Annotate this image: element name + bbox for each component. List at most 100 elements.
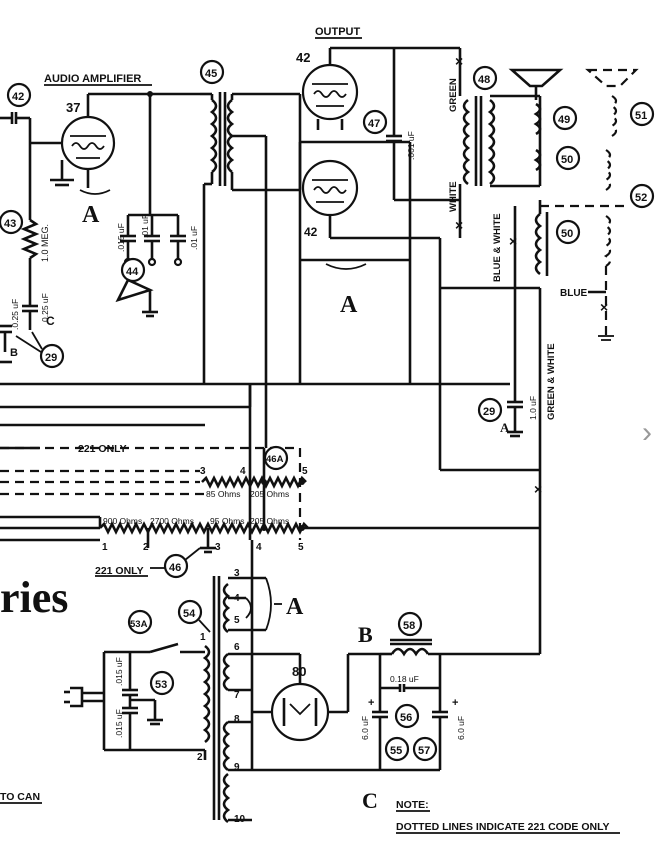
svg-text:C: C bbox=[46, 314, 55, 328]
svg-text:221 ONLY: 221 ONLY bbox=[95, 565, 144, 577]
speaker-main: 49 50 bbox=[508, 68, 581, 172]
svg-text:B: B bbox=[10, 347, 18, 359]
tube-42-top: 42 bbox=[296, 46, 460, 130]
cap-47: 47 .001 uF bbox=[362, 48, 460, 202]
svg-text:0.25 uF: 0.25 uF bbox=[40, 293, 50, 322]
svg-text:3: 3 bbox=[234, 568, 240, 579]
svg-text:55: 55 bbox=[390, 745, 402, 757]
svg-text:50: 50 bbox=[561, 228, 573, 240]
svg-text:.01 uF: .01 uF bbox=[189, 226, 199, 250]
svg-text:4: 4 bbox=[256, 542, 262, 553]
svg-text:53: 53 bbox=[155, 679, 167, 691]
field-coil-50: 50 × BLUE & WHITE BLUE GREEN & WHITE bbox=[492, 200, 606, 470]
svg-text:7: 7 bbox=[234, 690, 240, 701]
svg-text:×: × bbox=[600, 299, 608, 315]
svg-text:5: 5 bbox=[302, 466, 308, 477]
svg-text:1.0 uF: 1.0 uF bbox=[528, 396, 538, 420]
svg-text:.015 uF: .015 uF bbox=[114, 709, 124, 738]
svg-text:BLUE: BLUE bbox=[560, 288, 588, 299]
to-can-label: TO CAN bbox=[0, 791, 40, 803]
svg-text:53A: 53A bbox=[130, 619, 148, 630]
svg-text:×: × bbox=[455, 53, 463, 69]
tube-80: 80 bbox=[252, 652, 380, 742]
filter-section: B 58 × 0.18 uF 56 + + 6.0 uF 6.0 uF 55 5… bbox=[358, 481, 542, 813]
tube-37: 37 A bbox=[30, 92, 200, 228]
caps-tone: .015 uF .01 uF .01 uF 44 bbox=[115, 91, 199, 318]
svg-text:46A: 46A bbox=[266, 454, 284, 465]
svg-text:3: 3 bbox=[215, 542, 221, 553]
svg-text:42: 42 bbox=[304, 225, 318, 239]
svg-text:47: 47 bbox=[368, 118, 380, 130]
svg-text:1: 1 bbox=[200, 632, 206, 643]
resistor-46-section: 900 Ohms 2700 Ohms 95 Ohms 205 Ohms 1 2 … bbox=[95, 448, 540, 579]
svg-text:42: 42 bbox=[296, 50, 310, 65]
svg-text:5: 5 bbox=[298, 542, 304, 553]
speaker-extra: 51 52 × bbox=[540, 68, 655, 341]
svg-text:5: 5 bbox=[234, 615, 240, 626]
svg-text:.015 uF: .015 uF bbox=[114, 657, 124, 686]
svg-text:49: 49 bbox=[558, 114, 570, 126]
svg-text:.0.25 uF: .0.25 uF bbox=[10, 299, 20, 330]
svg-text:6.0 uF: 6.0 uF bbox=[360, 716, 370, 740]
svg-text:1: 1 bbox=[102, 542, 108, 553]
svg-text:205 Ohms: 205 Ohms bbox=[250, 516, 289, 526]
next-page-arrow[interactable]: › bbox=[642, 416, 652, 449]
transformer-45: 45 bbox=[199, 59, 302, 448]
letter-a-37: A bbox=[82, 202, 100, 228]
line-input: 53A 53 .015 uF .015 uF bbox=[64, 609, 207, 760]
svg-text:2700 Ohms: 2700 Ohms bbox=[150, 516, 194, 526]
svg-text:8: 8 bbox=[234, 714, 240, 725]
svg-text:205 Ohms: 205 Ohms bbox=[250, 489, 289, 499]
svg-text:48: 48 bbox=[478, 74, 490, 86]
svg-text:46: 46 bbox=[169, 562, 181, 574]
svg-text:95 Ohms: 95 Ohms bbox=[210, 516, 245, 526]
svg-text:54: 54 bbox=[183, 608, 196, 620]
svg-text:×: × bbox=[509, 233, 517, 249]
series-title-fragment: ries bbox=[0, 573, 68, 622]
svg-text:29: 29 bbox=[483, 406, 495, 418]
svg-text:A: A bbox=[286, 594, 304, 620]
svg-text:1.0 MEG.: 1.0 MEG. bbox=[40, 224, 50, 262]
svg-text:42: 42 bbox=[12, 91, 24, 103]
svg-text:+: + bbox=[452, 697, 458, 709]
svg-text:221 ONLY: 221 ONLY bbox=[78, 443, 127, 455]
svg-text:×: × bbox=[455, 217, 463, 233]
svg-text:WHITE: WHITE bbox=[448, 181, 459, 212]
callout-42-left: 42 bbox=[0, 82, 32, 220]
svg-text:50: 50 bbox=[561, 154, 573, 166]
note-label: NOTE: bbox=[396, 799, 429, 811]
svg-text:2: 2 bbox=[143, 542, 149, 553]
resistor-43: 43 1.0 MEG. bbox=[0, 209, 50, 300]
svg-text:3: 3 bbox=[200, 466, 206, 477]
svg-text:×: × bbox=[534, 481, 542, 497]
svg-text:BLUE & WHITE: BLUE & WHITE bbox=[492, 213, 503, 282]
svg-text:85 Ohms: 85 Ohms bbox=[206, 489, 241, 499]
svg-text:GREEN: GREEN bbox=[448, 78, 459, 112]
svg-text:C: C bbox=[362, 788, 378, 813]
vertical-bus bbox=[248, 260, 542, 540]
svg-text:0.18 uF: 0.18 uF bbox=[390, 674, 419, 684]
tube-37-label: 37 bbox=[66, 100, 80, 115]
output-title: OUTPUT bbox=[315, 26, 361, 38]
svg-text:900 Ohms: 900 Ohms bbox=[103, 516, 142, 526]
svg-text:.015 uF: .015 uF bbox=[116, 223, 126, 252]
caps-025: .0.25 uF 0.25 uF B C 29 bbox=[0, 293, 65, 369]
svg-text:B: B bbox=[358, 622, 373, 647]
svg-text:6: 6 bbox=[234, 642, 240, 653]
svg-text:A: A bbox=[340, 292, 358, 318]
svg-text:+: + bbox=[368, 697, 374, 709]
svg-text:57: 57 bbox=[418, 745, 430, 757]
svg-text:.001 uF: .001 uF bbox=[406, 131, 416, 160]
svg-text:GREEN & WHITE: GREEN & WHITE bbox=[546, 343, 557, 420]
svg-text:.01 uF: .01 uF bbox=[140, 214, 150, 238]
note-text: DOTTED LINES INDICATE 221 CODE ONLY bbox=[396, 821, 610, 833]
svg-text:4: 4 bbox=[240, 466, 246, 477]
svg-text:29: 29 bbox=[45, 352, 57, 364]
svg-text:56: 56 bbox=[400, 712, 412, 724]
svg-text:51: 51 bbox=[635, 110, 647, 122]
svg-text:6.0 uF: 6.0 uF bbox=[456, 716, 466, 740]
audio-amplifier-title: AUDIO AMPLIFIER bbox=[44, 73, 141, 85]
svg-text:52: 52 bbox=[635, 192, 647, 204]
cap-29-right: 29 A 1.0 uF bbox=[477, 384, 538, 438]
